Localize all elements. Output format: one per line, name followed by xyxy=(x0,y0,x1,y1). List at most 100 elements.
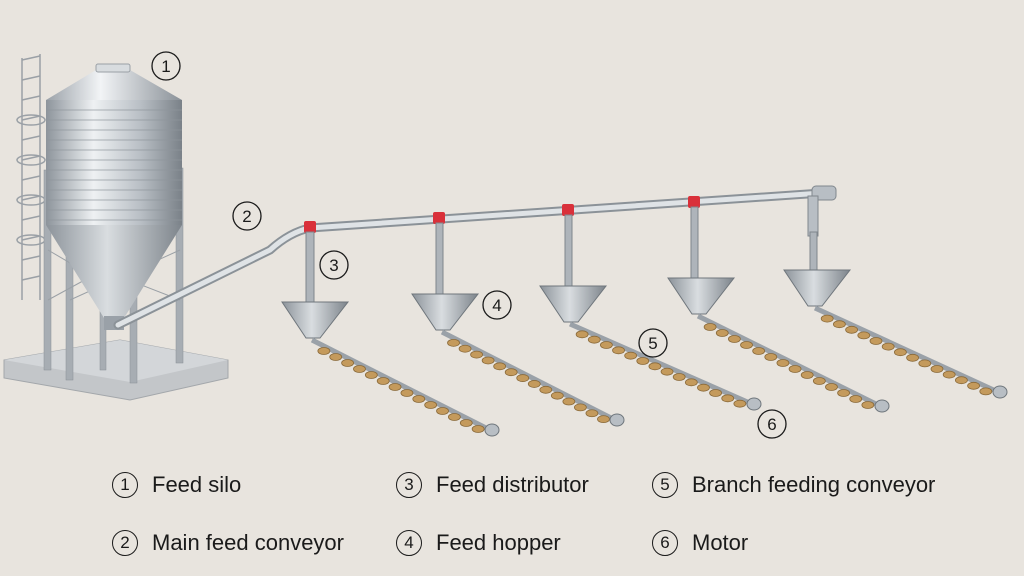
callout-4: 4 xyxy=(482,290,512,320)
feeder-pan xyxy=(447,413,461,421)
legend-number: 5 xyxy=(652,472,678,498)
feeder-pan xyxy=(906,353,919,362)
feeder-pan xyxy=(967,381,980,390)
legend-number: 3 xyxy=(396,472,422,498)
callout-3: 3 xyxy=(319,250,349,280)
svg-text:3: 3 xyxy=(329,256,338,275)
feeder-pan xyxy=(624,351,638,360)
legend-number: 4 xyxy=(396,530,422,556)
legend-label: Feed distributor xyxy=(436,472,589,497)
feeder-pan xyxy=(600,341,613,349)
motors xyxy=(484,385,1008,437)
svg-text:2: 2 xyxy=(242,207,251,226)
feeder-pan xyxy=(612,346,625,355)
feeder-pan xyxy=(721,394,735,403)
legend-item-branch-feeding-conveyor: 5 Branch feeding conveyor xyxy=(652,472,935,498)
feeder-pan xyxy=(672,373,686,381)
legend-label: Feed silo xyxy=(152,472,242,497)
feeder-pan xyxy=(764,353,778,361)
feeder-pan xyxy=(955,376,968,385)
silo-roof xyxy=(46,70,182,100)
legend-label: Motor xyxy=(692,530,749,555)
feeder-pan xyxy=(562,397,576,406)
legend-item-motor: 6 Motor xyxy=(652,530,748,556)
feeder-pan xyxy=(776,359,790,367)
feeder-pan xyxy=(317,347,331,355)
feed-silo xyxy=(3,54,229,401)
feeder-pan xyxy=(703,323,717,331)
feeder-pan xyxy=(709,389,722,397)
feeder-pan xyxy=(341,359,355,367)
joint-marker xyxy=(433,212,445,224)
feeder-pan xyxy=(869,337,883,345)
feeder-pan xyxy=(471,425,485,433)
legend-number: 1 xyxy=(112,472,138,498)
feeder-pan xyxy=(849,395,863,403)
feeder-pan xyxy=(881,342,895,351)
joint-marker xyxy=(688,196,700,208)
feeder-pan xyxy=(550,391,564,400)
feeder-pan xyxy=(715,329,729,337)
feeder-pan xyxy=(837,389,850,397)
feeder-pan xyxy=(424,401,438,409)
callout-6: 6 xyxy=(757,409,787,439)
feeder-pan xyxy=(436,407,449,415)
silo-ladder xyxy=(16,54,46,300)
feeder-pan xyxy=(587,335,601,344)
feeder-pan xyxy=(660,367,674,376)
feeder-pan xyxy=(585,409,599,418)
feeder-pan xyxy=(458,344,472,353)
feeder-pan xyxy=(636,357,650,365)
feeder-pan xyxy=(575,330,589,339)
feeder-pan xyxy=(857,331,871,340)
feeder-pan xyxy=(697,383,710,392)
feeder-pan xyxy=(364,371,378,379)
feeder-pan xyxy=(470,350,484,359)
feeder-pan xyxy=(845,325,858,334)
legend-item-feed-distributor: 3 Feed distributor xyxy=(396,472,589,498)
feeder-pan xyxy=(447,338,460,347)
svg-text:5: 5 xyxy=(648,334,657,353)
feeder-pan xyxy=(400,389,414,397)
feed-hoppers xyxy=(281,269,852,339)
feeder-pan xyxy=(493,362,507,371)
legend-item-main-feed-conveyor: 2 Main feed conveyor xyxy=(112,530,344,556)
joint-marker xyxy=(304,221,316,233)
feeder-pan xyxy=(918,359,932,368)
feeder-pan xyxy=(388,383,402,391)
main-feed-conveyor xyxy=(113,185,837,330)
silo-cone xyxy=(46,225,182,318)
legend-label: Main feed conveyor xyxy=(152,530,344,555)
feeder-pan xyxy=(733,399,747,408)
feeder-pan xyxy=(833,320,846,329)
feeder-pan xyxy=(684,378,698,387)
feeder-pan xyxy=(728,335,741,343)
callout-1: 1 xyxy=(151,51,181,81)
feeder-pan xyxy=(597,415,610,424)
feeder-pan xyxy=(825,383,838,391)
feeder-pan xyxy=(752,347,766,355)
feeder-pan xyxy=(574,403,587,412)
callout-2: 2 xyxy=(232,201,262,231)
feeder-pan xyxy=(459,419,473,427)
legend-number: 2 xyxy=(112,530,138,556)
feeder-pan xyxy=(353,365,366,373)
feeder-pan xyxy=(788,365,802,373)
feeder-pan xyxy=(648,362,662,371)
feeder-pan xyxy=(800,371,814,379)
legend-label: Branch feeding conveyor xyxy=(692,472,936,497)
callout-5: 5 xyxy=(638,328,668,358)
feeder-pan xyxy=(516,374,530,382)
feeder-pan xyxy=(412,395,426,403)
silo-base-top xyxy=(4,340,228,382)
legend-number: 6 xyxy=(652,530,678,556)
feeder-pan xyxy=(820,314,834,323)
branch-feeding-conveyors xyxy=(310,305,1008,437)
feeder-pan xyxy=(942,370,956,379)
feeder-pan xyxy=(930,365,944,373)
feeder-pan xyxy=(539,385,553,394)
legend-label: Feed hopper xyxy=(436,530,561,555)
feeder-pan xyxy=(740,341,753,349)
feeder-pan xyxy=(979,387,993,396)
